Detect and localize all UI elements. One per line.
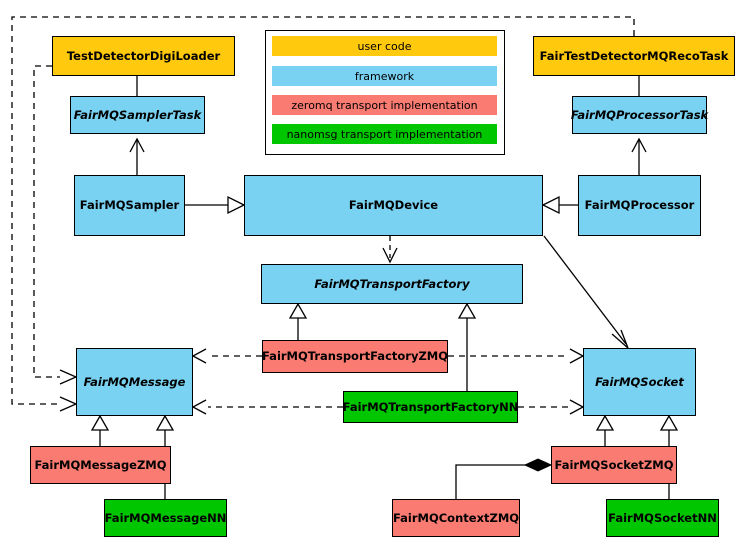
arrowhead-generalization: [288, 302, 308, 319]
class-node-fairmqcontextzmq[interactable]: FairMQContextZMQ: [392, 499, 520, 537]
class-node-fairmqsocketnn[interactable]: FairMQSocketNN: [606, 499, 719, 537]
class-node-fairtestdetectormqrecotask[interactable]: FairTestDetectorMQRecoTask: [533, 36, 735, 76]
class-node-fairmqmessagenn[interactable]: FairMQMessageNN: [104, 499, 227, 537]
arrowhead-generalization: [541, 195, 560, 215]
edge-device-socket: [543, 235, 627, 345]
edge-digiloader-message: [33, 65, 60, 378]
class-node-fairmqprocessor[interactable]: FairMQProcessor: [578, 175, 701, 236]
class-node-fairmqprocessortask[interactable]: FairMQProcessorTask: [571, 96, 708, 134]
edge-recotask-message: [11, 16, 635, 405]
arrowhead-open: [569, 399, 585, 415]
legend-item-user-code: user code: [272, 36, 497, 56]
arrowhead-open: [59, 396, 78, 412]
arrowhead-open: [129, 137, 145, 153]
arrowhead-generalization: [227, 195, 246, 215]
arrowhead-generalization: [659, 414, 679, 431]
arrowhead-open: [191, 399, 207, 415]
legend-item-framework: framework: [272, 66, 497, 86]
class-node-fairmqsampler[interactable]: FairMQSampler: [74, 175, 185, 236]
class-node-fairmqsocketzmq[interactable]: FairMQSocketZMQ: [551, 446, 677, 484]
class-node-fairmqtransportfactoryzmq[interactable]: FairMQTransportFactoryZMQ: [262, 340, 448, 373]
class-node-fairmqmessagezmq[interactable]: FairMQMessageZMQ: [30, 446, 171, 484]
arrowhead-generalization: [90, 414, 110, 431]
legend-item-nanomsg: nanomsg transport implementation: [272, 124, 497, 144]
class-node-testdetectordigiloader[interactable]: TestDetectorDigiLoader: [52, 36, 235, 76]
class-node-fairmqtransportfactory[interactable]: FairMQTransportFactory: [261, 264, 523, 304]
legend-item-zeromq: zeromq transport implementation: [272, 95, 497, 115]
arrowhead-open: [611, 329, 629, 349]
class-node-fairmqtransportfactorynn[interactable]: FairMQTransportFactoryNN: [343, 391, 518, 423]
edge-socketzmq-contextzmq: [455, 464, 538, 499]
arrowhead-generalization: [595, 414, 615, 431]
arrowhead-open: [191, 348, 207, 364]
arrowhead-open: [382, 247, 398, 264]
arrowhead-open: [59, 369, 78, 385]
arrowhead-generalization: [155, 414, 175, 431]
arrowhead-generalization: [457, 302, 477, 319]
arrowhead-open: [631, 137, 647, 153]
arrowhead-open: [569, 348, 585, 364]
class-node-fairmqsamplertask[interactable]: FairMQSamplerTask: [70, 96, 205, 134]
diamond-composition: [523, 458, 553, 472]
class-node-fairmqdevice[interactable]: FairMQDevice: [244, 175, 543, 236]
class-node-fairmqsocket[interactable]: FairMQSocket: [583, 348, 696, 416]
class-node-fairmqmessage[interactable]: FairMQMessage: [76, 348, 193, 416]
